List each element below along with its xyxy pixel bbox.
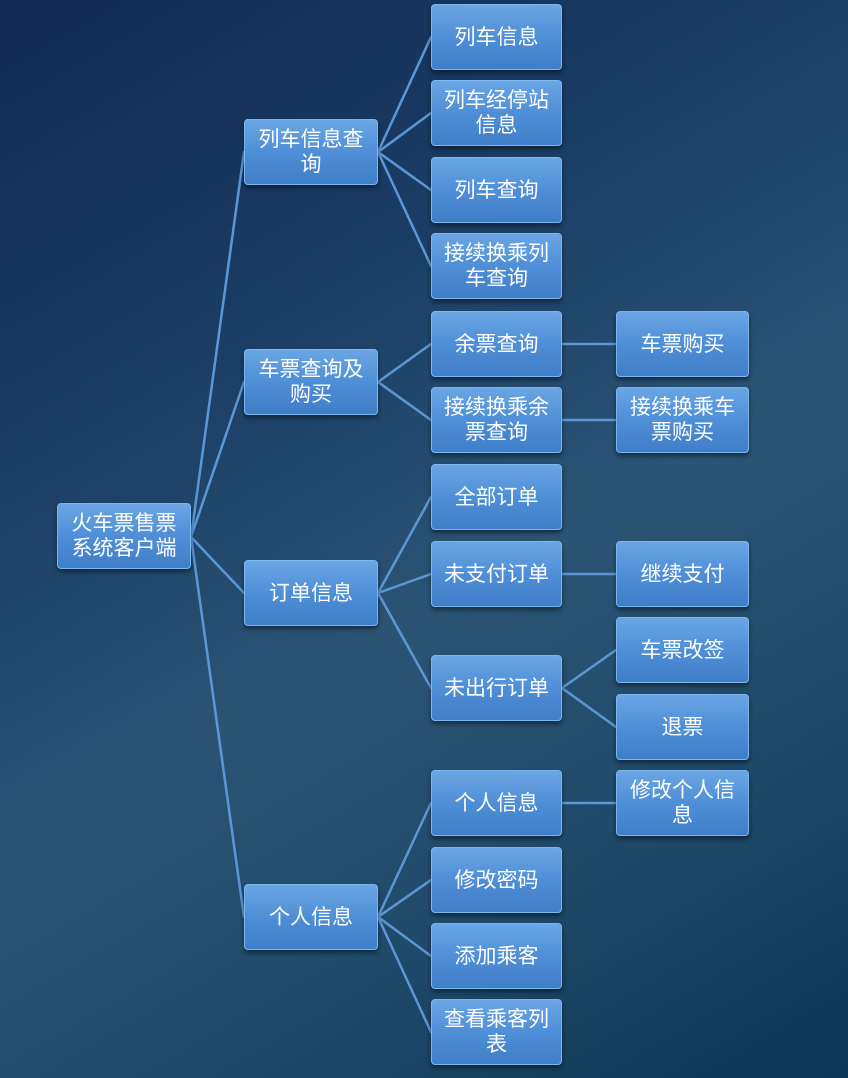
connector <box>189 380 246 539</box>
node-passenger-list: 查看乘客列表 <box>431 999 562 1065</box>
connector <box>189 150 246 539</box>
branch-ticket-query-purchase: 车票查询及购买 <box>244 349 378 415</box>
node-remaining-ticket-query: 余票查询 <box>431 311 562 377</box>
connector <box>376 915 433 1034</box>
connector <box>376 35 433 154</box>
node-unpaid-orders: 未支付订单 <box>431 541 562 607</box>
connector <box>560 686 618 729</box>
connector <box>376 150 433 268</box>
connector <box>376 150 433 192</box>
node-edit-personal-info: 修改个人信息 <box>616 770 749 836</box>
node-train-stop-info: 列车经停站信息 <box>431 80 562 146</box>
node-continue-payment: 继续支付 <box>616 541 749 607</box>
connector <box>376 878 433 919</box>
node-change-password: 修改密码 <box>431 847 562 913</box>
node-transfer-remaining-query: 接续换乘余票查询 <box>431 387 562 453</box>
root-node: 火车票售票系统客户端 <box>57 503 191 569</box>
node-train-info: 列车信息 <box>431 4 562 70</box>
node-transfer-ticket-purchase: 接续换乘车票购买 <box>616 387 749 453</box>
node-personal-info: 个人信息 <box>431 770 562 836</box>
connector <box>376 342 433 384</box>
connector <box>189 535 246 919</box>
connector <box>560 648 618 690</box>
branch-train-info-query: 列车信息查询 <box>244 119 378 185</box>
connector <box>376 495 433 595</box>
branch-personal-info: 个人信息 <box>244 884 378 950</box>
node-train-query: 列车查询 <box>431 157 562 223</box>
connector <box>376 111 433 154</box>
connector <box>376 915 433 958</box>
connector <box>189 535 246 595</box>
branch-order-info: 订单信息 <box>244 560 378 626</box>
node-add-passenger: 添加乘客 <box>431 923 562 989</box>
node-all-orders: 全部订单 <box>431 464 562 530</box>
node-ticket-change: 车票改签 <box>616 617 749 683</box>
node-untraveled-orders: 未出行订单 <box>431 655 562 721</box>
connector <box>376 801 433 919</box>
connector <box>376 591 433 690</box>
connector <box>376 572 433 595</box>
node-refund: 退票 <box>616 694 749 760</box>
node-ticket-purchase: 车票购买 <box>616 311 749 377</box>
node-transfer-train-query: 接续换乘列车查询 <box>431 233 562 299</box>
connector <box>376 380 433 422</box>
